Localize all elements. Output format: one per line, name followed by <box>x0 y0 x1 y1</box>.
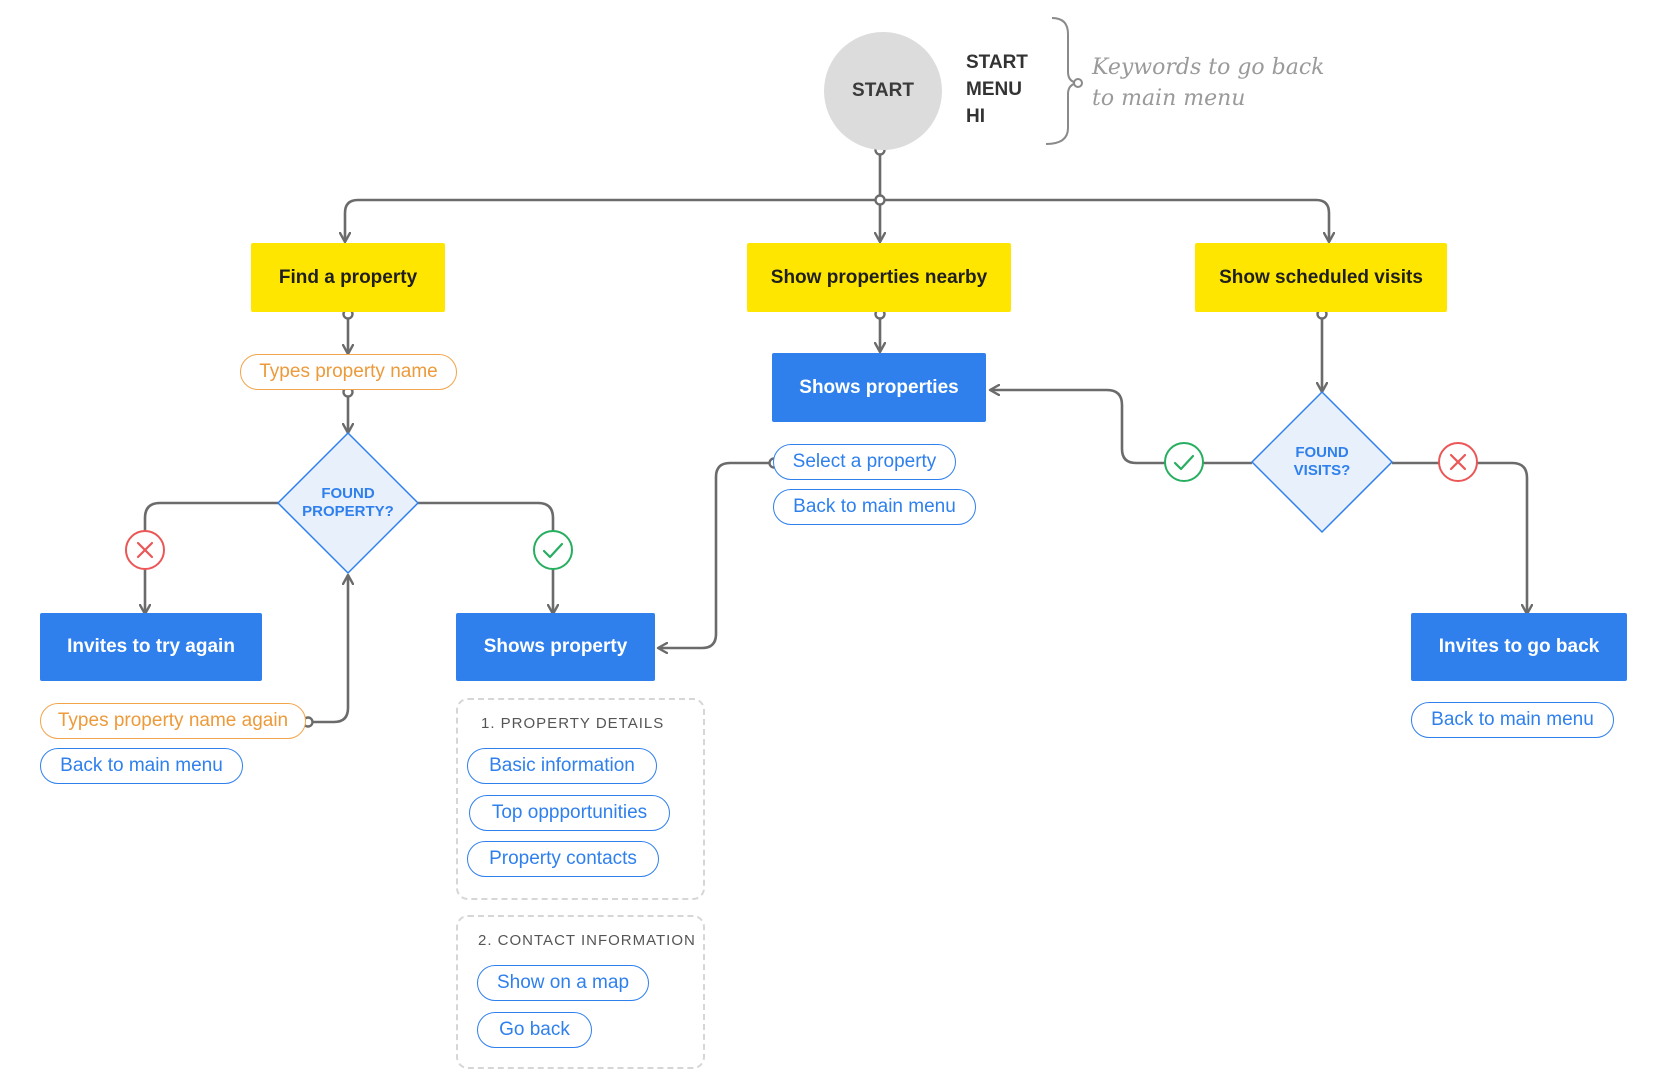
check-icon <box>533 530 573 570</box>
property-contacts-button[interactable]: Property contacts <box>467 841 659 877</box>
keywords-note-line: Keywords to go back <box>1092 55 1325 80</box>
user-input-types-property-name-again: Types property name again <box>40 703 306 739</box>
check-icon <box>1164 442 1204 482</box>
connector-retry-to-decision <box>308 575 348 724</box>
decision-diamond-found-property <box>276 431 420 575</box>
keywords-brace <box>1045 17 1079 145</box>
option-show-scheduled-visits[interactable]: Show scheduled visits <box>1195 243 1447 312</box>
connector-decision-fail <box>145 501 278 614</box>
select-a-property-button[interactable]: Select a property <box>773 444 956 480</box>
show-on-a-map-button[interactable]: Show on a map <box>477 965 649 1001</box>
back-to-main-menu-button[interactable]: Back to main menu <box>1411 702 1614 738</box>
go-back-button[interactable]: Go back <box>477 1012 592 1048</box>
decision-label-line: PROPERTY? <box>302 503 394 520</box>
connector-dot <box>1073 78 1083 88</box>
connector-select-to-property <box>658 461 774 648</box>
invites-to-try-again: Invites to try again <box>40 613 262 681</box>
property-details-title: 1. PROPERTY DETAILS <box>481 715 665 732</box>
keyword-menu: MENU <box>966 79 1022 100</box>
shows-properties: Shows properties <box>772 353 986 422</box>
decision-label-line: FOUND <box>1295 444 1349 461</box>
keyword-hi: HI <box>966 106 985 127</box>
contact-information-group <box>456 915 705 1069</box>
decision-label-line: VISITS? <box>1293 462 1351 479</box>
connector-to-find <box>345 198 880 242</box>
start-node: START <box>824 32 942 150</box>
basic-information-button[interactable]: Basic information <box>467 748 657 784</box>
connector-visits-fail <box>1392 461 1527 614</box>
keywords-note: Keywords to go back to main menu <box>1092 52 1325 114</box>
decision-found-property-label: FOUND PROPERTY? <box>288 485 408 521</box>
connector-dot <box>874 194 886 206</box>
property-details-group <box>456 698 705 900</box>
back-to-main-menu-button[interactable]: Back to main menu <box>40 748 243 784</box>
decision-diamond-found-visits <box>1250 390 1394 534</box>
keywords-note-line: to main menu <box>1092 86 1246 111</box>
keyword-start: START <box>966 52 1028 73</box>
option-find-property[interactable]: Find a property <box>251 243 445 312</box>
user-input-types-property-name: Types property name <box>240 354 457 390</box>
contact-information-title: 2. CONTACT INFORMATION <box>478 932 696 949</box>
shows-property: Shows property <box>456 613 655 681</box>
cross-icon <box>1438 442 1478 482</box>
back-to-main-menu-button[interactable]: Back to main menu <box>773 489 976 525</box>
decision-found-visits-label: FOUND VISITS? <box>1262 444 1382 480</box>
connector-to-visits <box>880 198 1329 242</box>
connector-visits-success <box>990 390 1252 465</box>
top-opportunities-button[interactable]: Top oppportunities <box>469 795 670 831</box>
connector-decision-success <box>418 501 553 614</box>
invites-to-go-back: Invites to go back <box>1411 613 1627 681</box>
option-show-properties-nearby[interactable]: Show properties nearby <box>747 243 1011 312</box>
decision-label-line: FOUND <box>321 485 375 502</box>
cross-icon <box>125 530 165 570</box>
